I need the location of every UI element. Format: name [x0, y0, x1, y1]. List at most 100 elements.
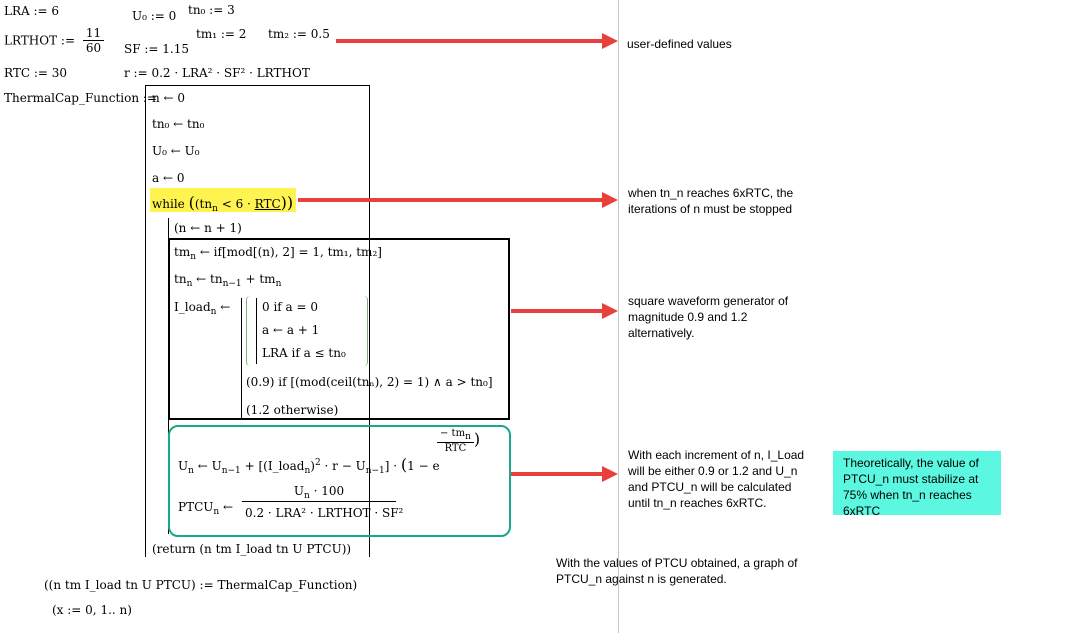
while-rtc: RTC [254, 197, 281, 211]
arrow-while-head [602, 192, 618, 208]
def-sf[interactable]: SF := 1.15 [124, 42, 189, 56]
note-graph: With the values of PTCU obtained, a grap… [556, 556, 798, 586]
case-zero[interactable]: 0 if a = 0 [262, 300, 319, 314]
tm-lhs: tm [174, 245, 191, 259]
note-theory: Theoretically, the value of PTCU_n must … [833, 451, 1001, 518]
note-increment: With each increment of n, I_Load will be… [628, 448, 805, 510]
function-name[interactable]: ThermalCap_Function := [4, 91, 157, 105]
case-09[interactable]: (0.9) if [(mod(ceil(tnₙ), 2) = 1) ∧ a > … [246, 375, 493, 389]
u-rest: ← U [193, 459, 222, 473]
u-one: 1 − e [407, 459, 440, 473]
u-bracket: + [(I_load [240, 459, 305, 473]
while-statement[interactable]: while ((tnn < 6 · RTC)) [152, 193, 294, 214]
arrow-while [298, 198, 604, 202]
assign-output[interactable]: ((n tm I_load tn U PTCU) := ThermalCap_F… [44, 578, 358, 592]
while-cond: (tn [194, 197, 213, 211]
def-lrthot-num: 11 [82, 26, 105, 41]
exp-den: RTC [444, 443, 467, 454]
exp-num-sub: n [465, 432, 471, 442]
increment-n[interactable]: (n ← n + 1) [174, 221, 242, 235]
def-tm2[interactable]: tm₂ := 0.5 [268, 27, 330, 41]
note-user-defined: user-defined values [627, 37, 732, 51]
case-increment-a[interactable]: a ← a + 1 [262, 323, 320, 337]
def-lrthot-lhs: LRTHOT := [4, 33, 76, 48]
exp-frac: − tmn RTC [437, 428, 474, 454]
page-divider [618, 0, 619, 633]
program-outer-box [145, 85, 369, 86]
ptcu-arrow: ← [219, 500, 234, 514]
ptcu-num-text2: · 100 [309, 484, 345, 498]
u-assign[interactable]: Un ← Un−1 + [(I_loadn)2 · r − Un−1] · (1… [178, 455, 440, 476]
cases-inner-paren [246, 296, 368, 366]
iload-lhs[interactable]: I_loadn ← [174, 300, 230, 317]
def-lra[interactable]: LRA := 6 [4, 4, 60, 18]
init-n[interactable]: n ← 0 [152, 91, 186, 105]
u-sub2: n−1 [221, 466, 241, 476]
range-def[interactable]: (x := 0, 1.. n) [52, 603, 132, 617]
arrow-user-defined [336, 39, 604, 43]
ptcu-sub: n [213, 507, 220, 517]
u-sub4: n−1 [365, 466, 385, 476]
tn-sub3: n [275, 279, 282, 289]
u-dot: ] · [384, 459, 401, 473]
note-square: square waveform generator of magnitude 0… [628, 294, 789, 340]
ptcu-num: Un · 100 [242, 484, 396, 502]
case-lra[interactable]: LRA if a ≤ tn₀ [262, 346, 346, 360]
def-tn0[interactable]: tn₀ := 3 [188, 3, 235, 17]
exp-num-text: − tm [440, 428, 466, 439]
tn-sub: n [186, 279, 193, 289]
arrow-user-defined-head [602, 33, 618, 49]
ptcu-num-sub: n [303, 491, 310, 501]
iload-label: I_load [174, 300, 211, 314]
ptcu-lhs[interactable]: PTCUn ← [178, 500, 233, 517]
ptcu-fraction[interactable]: Un · 100 0.2 · LRA² · LRTHOT · SF² [242, 484, 404, 520]
init-tn0[interactable]: tn₀ ← tn₀ [152, 117, 205, 131]
square-wave-box [168, 238, 510, 420]
init-u0[interactable]: U₀ ← U₀ [152, 144, 200, 158]
case-12[interactable]: (1.2 otherwise) [246, 403, 339, 417]
ptcu-den: 0.2 · LRA² · LRTHOT · SF² [245, 506, 404, 520]
def-lrthot-den: 60 [85, 41, 102, 55]
while-keyword: while [152, 197, 185, 211]
def-lrthot[interactable]: LRTHOT := 11 60 [4, 26, 105, 55]
def-tm1[interactable]: tm₁ := 2 [196, 27, 247, 41]
exp-num: − tmn [437, 428, 474, 443]
exp-fraction: − tmn RTC ) [437, 428, 480, 454]
note-while: when tn_n reaches 6xRTC, the iterations … [628, 186, 794, 216]
arrow-increment [511, 472, 604, 476]
def-rtc[interactable]: RTC := 30 [4, 66, 68, 80]
iload-arrow: ← [216, 300, 231, 314]
u-sub3: n [304, 466, 311, 476]
tm-assign[interactable]: tmn ← if[mod[(n), 2] = 1, tm₁, tm₂] [174, 245, 382, 262]
def-u0[interactable]: U₀ := 0 [132, 9, 177, 23]
while-rest: < 6 · [217, 197, 255, 211]
ptcu-label: PTCU [178, 500, 214, 514]
cases-inner-bar [256, 298, 257, 364]
tm-sub: n [190, 252, 196, 262]
return-statement[interactable]: (return (n tm I_load tn U PTCU)) [152, 542, 352, 556]
program-outer-right [369, 85, 370, 557]
program-outer-bar [145, 85, 146, 557]
def-r[interactable]: r := 0.2 · LRA² · SF² · LRTHOT [124, 66, 310, 80]
ptcu-num-text: U [293, 484, 304, 498]
arrow-square-head [602, 303, 618, 319]
ptcu-frac: Un · 100 0.2 · LRA² · LRTHOT · SF² [242, 484, 404, 520]
u-sq: 2 [314, 458, 321, 468]
u-r: · r − U [320, 459, 366, 473]
tn-assign[interactable]: tnn ← tnn−1 + tmn [174, 272, 281, 289]
arrow-square [511, 309, 604, 313]
def-lrthot-fraction: 11 60 [82, 26, 105, 55]
tn-rest2: + tm [241, 272, 276, 286]
u-lhs: U [178, 459, 189, 473]
while-highlight [150, 188, 296, 212]
tn-lhs: tn [174, 272, 187, 286]
arrow-increment-head [602, 466, 618, 482]
iload-sub: n [210, 307, 217, 317]
u-sub: n [188, 466, 194, 476]
init-a[interactable]: a ← 0 [152, 171, 185, 185]
tn-rest: ← tn [192, 272, 223, 286]
cases-outer-bar [241, 298, 242, 418]
u-ptcu-box [168, 425, 511, 537]
tm-rest: ← if[mod[(n), 2] = 1, tm₁, tm₂] [196, 245, 382, 259]
while-sub: n [212, 204, 218, 214]
